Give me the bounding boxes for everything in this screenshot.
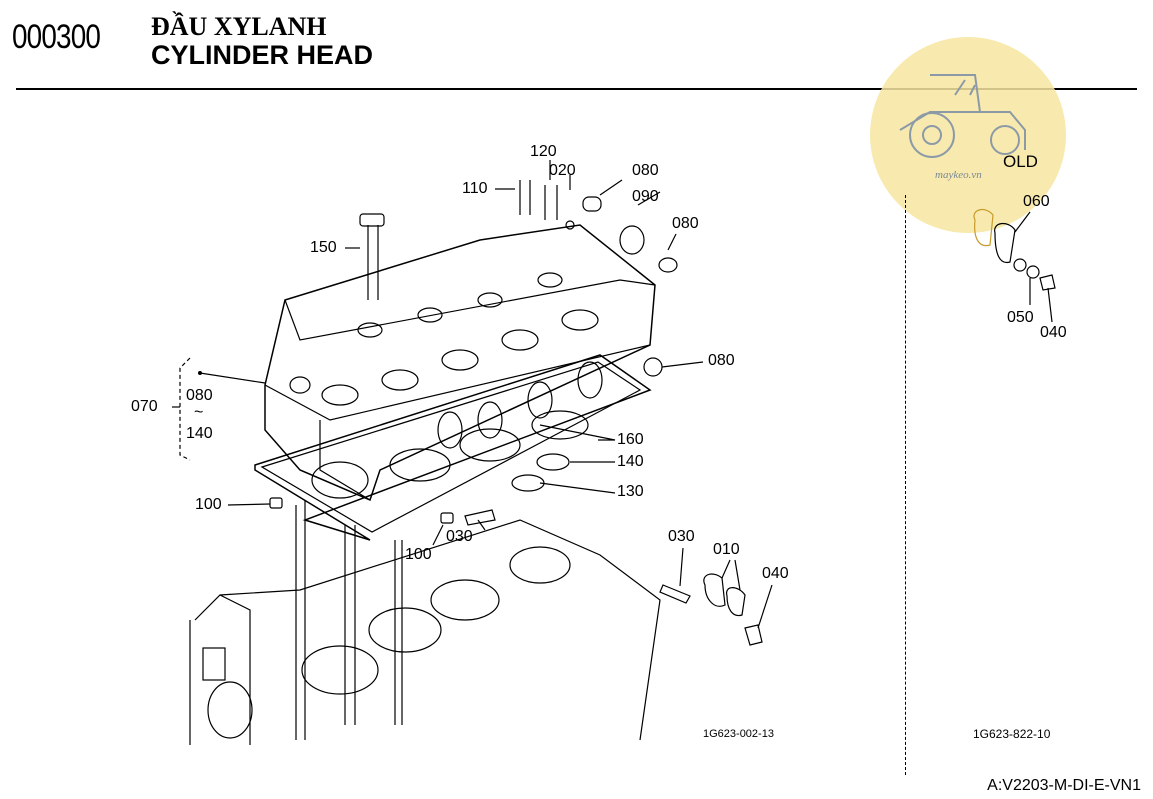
old-label: OLD — [1003, 152, 1038, 171]
divider-dashed-line — [905, 195, 906, 775]
label-140: 140 — [617, 453, 644, 470]
label-130: 130 — [617, 483, 644, 500]
label-110: 110 — [462, 180, 488, 197]
label-030-center: 030 — [446, 528, 473, 545]
header-rule — [16, 88, 1137, 90]
label-070: 070 — [131, 398, 158, 415]
label-140-range: 140 — [186, 425, 213, 442]
tractor-icon: maykeo.vn — [870, 37, 1066, 233]
label-040: 040 — [762, 565, 789, 582]
label-160: 160 — [617, 431, 644, 448]
watermark-text: maykeo.vn — [935, 169, 982, 181]
title-english: CYLINDER HEAD — [151, 40, 374, 70]
label-080-right: 080 — [708, 352, 735, 369]
label-020: 020 — [549, 162, 576, 179]
label-060: 060 — [1023, 193, 1050, 210]
diagram-ref-side: 1G623-822-10 — [973, 727, 1051, 741]
label-100-left: 100 — [195, 496, 222, 513]
label-150: 150 — [310, 239, 337, 256]
label-080-top: 080 — [632, 162, 659, 179]
footer-code: A:V2203-M-DI-E-VN1 — [987, 777, 1141, 794]
label-090: 090 — [632, 188, 659, 205]
label-080-mid: 080 — [672, 215, 699, 232]
title-vietnamese: ĐẦU XYLANH — [151, 12, 327, 41]
label-040-side: 040 — [1040, 324, 1067, 341]
label-tilde: ~ — [194, 404, 204, 421]
label-080-range: 080 — [186, 387, 213, 404]
section-code: 000300 — [12, 18, 101, 56]
diagram-ref-main: 1G623-002-13 — [703, 728, 774, 740]
label-100-center: 100 — [405, 546, 432, 563]
label-010: 010 — [713, 541, 740, 558]
label-050: 050 — [1007, 309, 1034, 326]
label-030-right: 030 — [668, 528, 695, 545]
label-120: 120 — [530, 143, 557, 160]
